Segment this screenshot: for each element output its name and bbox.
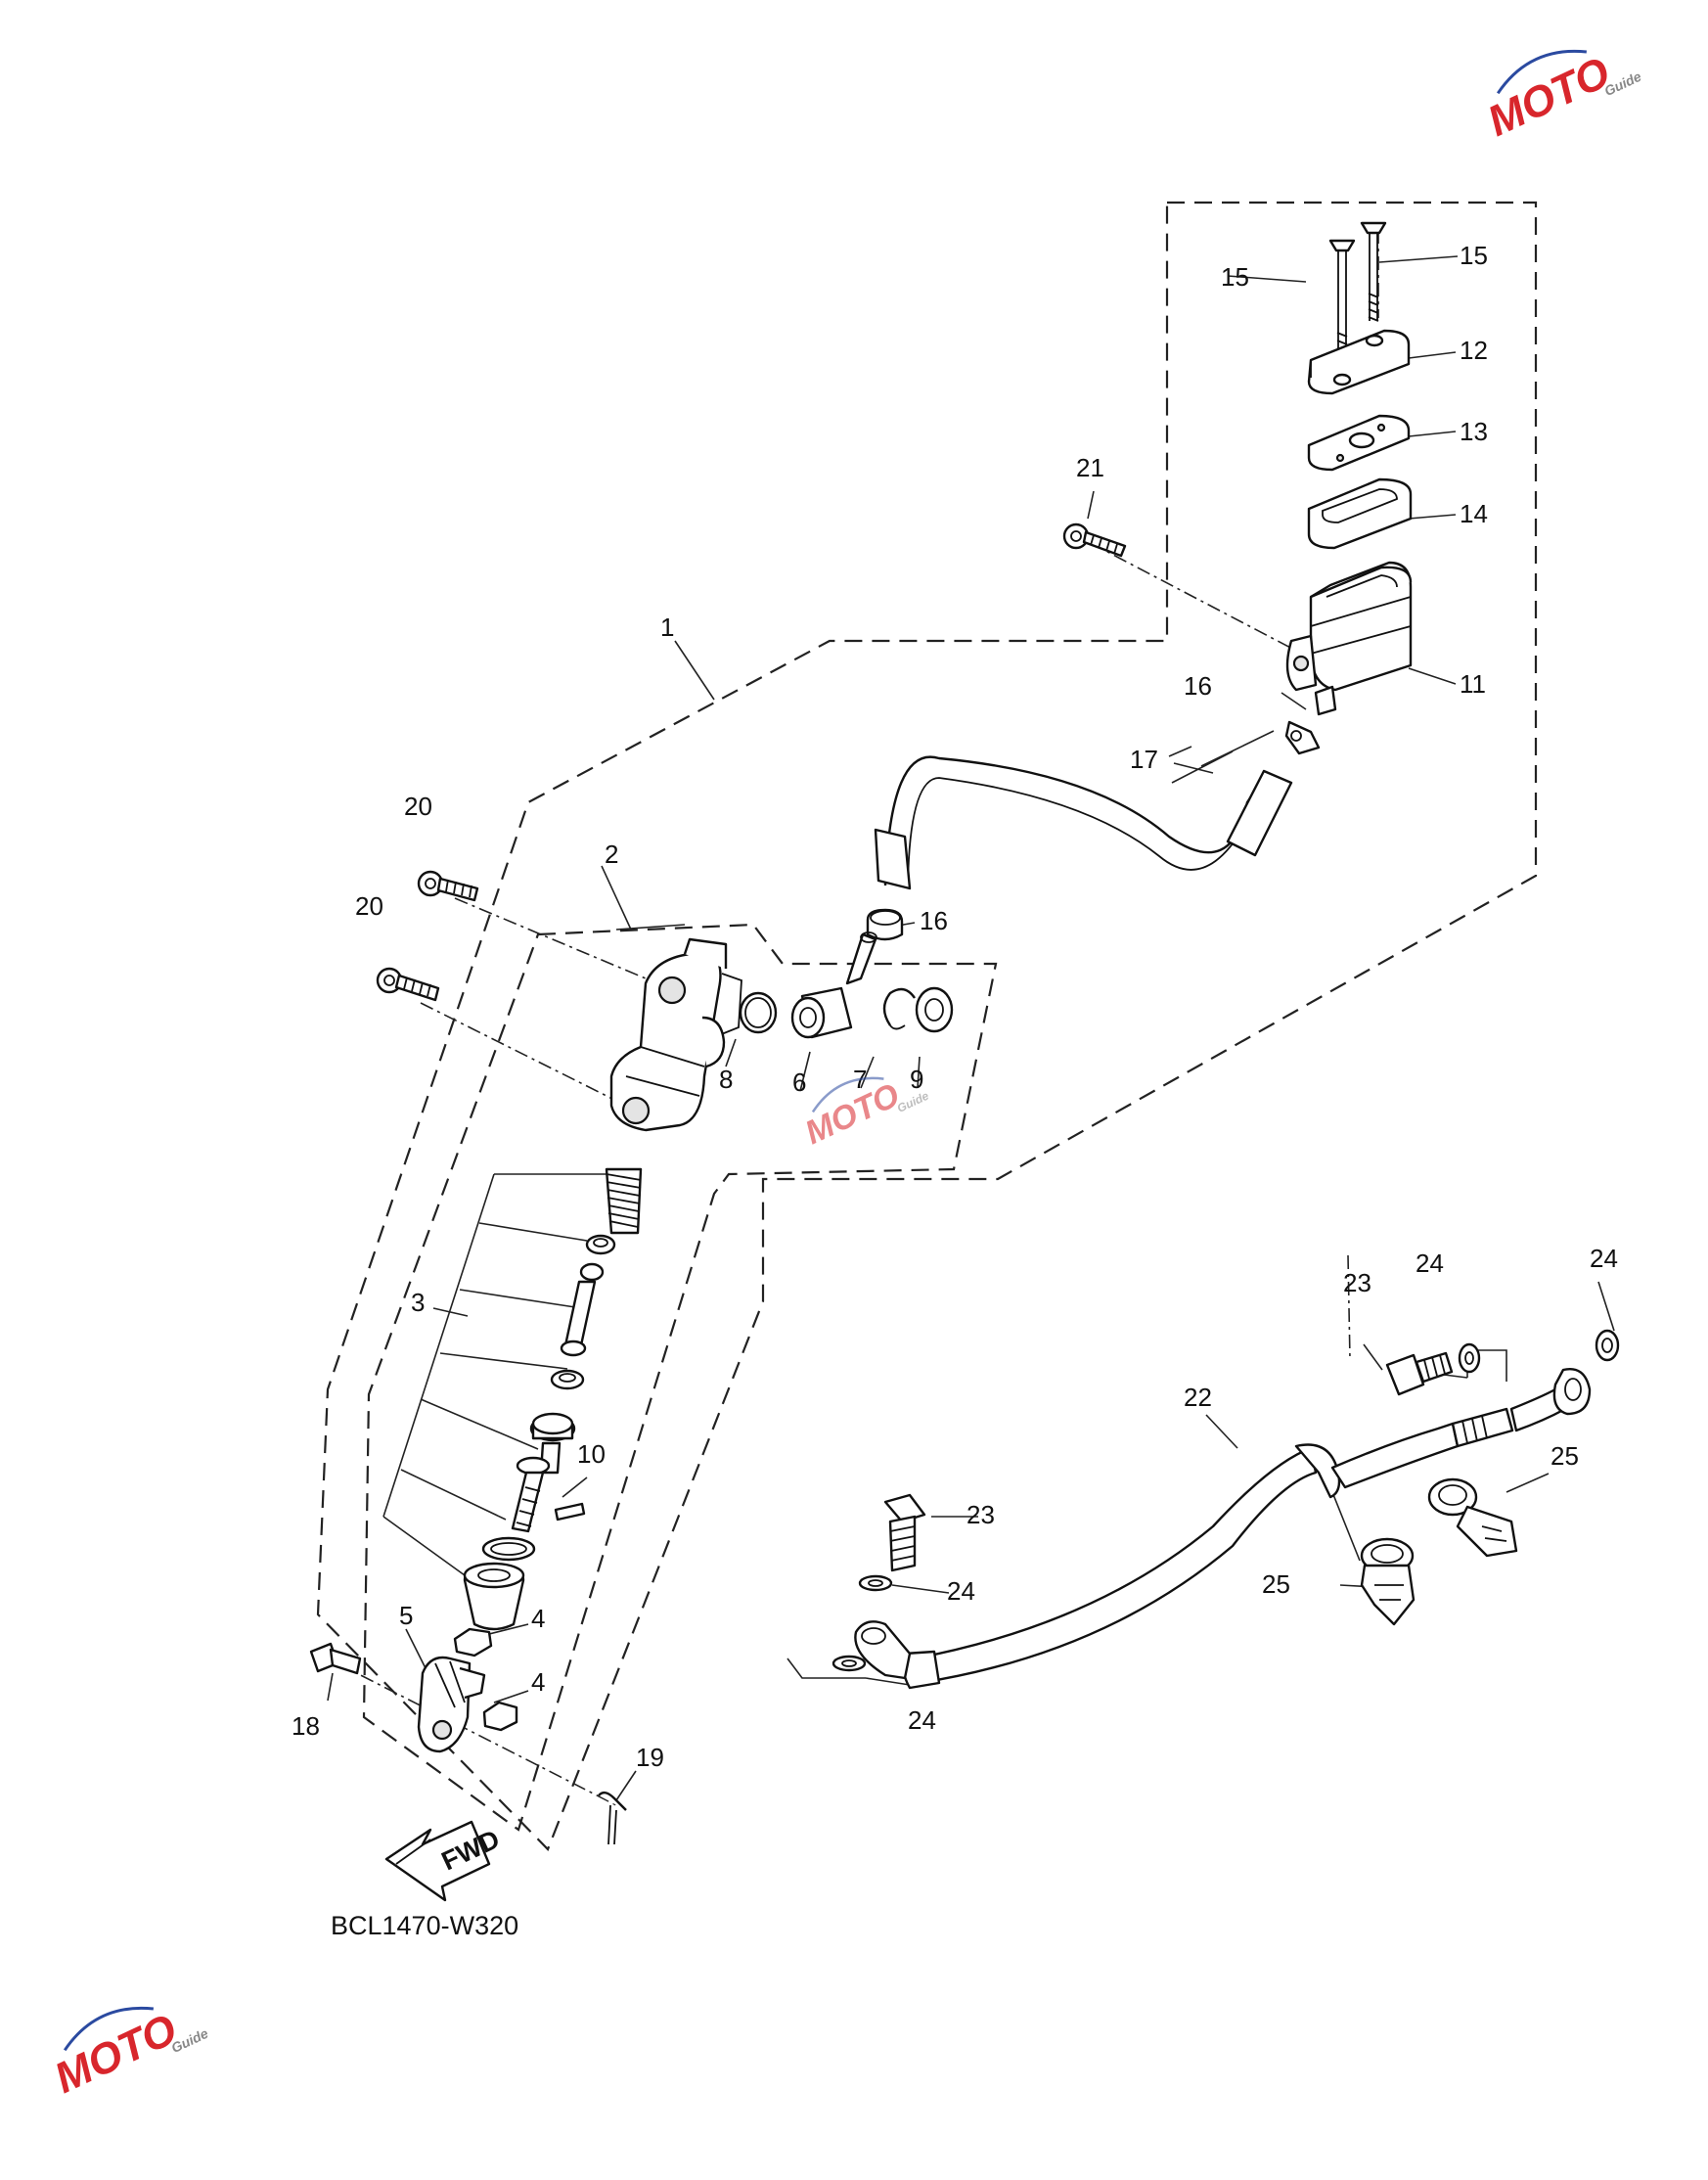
callout-24-c: 24	[947, 1576, 975, 1606]
callout-24-a: 24	[1416, 1249, 1444, 1278]
callout-21: 21	[1076, 453, 1104, 482]
seal-cup-3	[585, 1234, 616, 1255]
assembly-2-boundary	[362, 923, 998, 1832]
push-rod-3	[511, 1412, 576, 1533]
callout-23-upper: 23	[1343, 1268, 1371, 1297]
svg-text:MOTO: MOTO	[1481, 48, 1618, 146]
bolt-21	[1062, 522, 1127, 558]
diaphragm-plate-13	[1307, 414, 1411, 472]
callout-20-lower: 20	[355, 891, 383, 921]
callout-24-b: 24	[1590, 1244, 1618, 1273]
callout-12: 12	[1460, 336, 1488, 365]
callout-4-upper: 4	[531, 1604, 545, 1633]
washer-24-b	[1595, 1329, 1620, 1362]
washer-24-a	[1458, 1342, 1481, 1374]
callout-19: 19	[636, 1743, 664, 1772]
circlip-7	[882, 987, 916, 1030]
diagram-code: BCL1470-W320	[331, 1911, 518, 1940]
clevis-5	[417, 1656, 486, 1753]
callout-11: 11	[1460, 669, 1486, 699]
callout-22: 22	[1184, 1383, 1212, 1412]
bolt-15-left	[1328, 239, 1356, 362]
bolt-15-right	[1360, 221, 1387, 322]
spring-3	[605, 1167, 643, 1235]
banjo-bolt-23-lower	[883, 1493, 926, 1572]
callout-16-lower: 16	[920, 906, 948, 935]
washer-24-d	[832, 1655, 867, 1672]
watermark-logo-top-right: MOTO Guide	[1481, 48, 1644, 146]
circlip-3	[481, 1536, 536, 1562]
callout-5: 5	[399, 1601, 413, 1630]
hose-17	[874, 755, 1293, 890]
bolt-20-upper	[417, 870, 479, 902]
washer-9	[915, 986, 954, 1033]
callout-25-left: 25	[1262, 1569, 1290, 1599]
reservoir-cap-12	[1307, 329, 1411, 395]
leader-lines	[327, 255, 1615, 1801]
callout-17: 17	[1130, 745, 1158, 774]
callout-16-upper: 16	[1184, 671, 1212, 701]
callout-18: 18	[292, 1711, 320, 1741]
washer-24-c	[858, 1574, 893, 1592]
bolt-20-lower	[376, 967, 440, 1002]
diaphragm-14	[1307, 477, 1413, 550]
callout-25-right: 25	[1551, 1441, 1579, 1471]
callout-13: 13	[1460, 417, 1488, 446]
hose-clamp-16-lower	[866, 908, 904, 941]
brake-hose-22	[854, 1387, 1567, 1690]
banjo-bolt-23-upper	[1385, 1351, 1454, 1396]
bolt-18	[309, 1642, 362, 1675]
assembly-1-boundary	[316, 201, 1538, 1851]
pin-10	[554, 1502, 586, 1521]
watermark-logo-bottom-left: MOTO Guide	[48, 2005, 211, 2103]
callout-2: 2	[605, 840, 618, 869]
callout-14: 14	[1460, 499, 1488, 528]
callout-10: 10	[577, 1439, 606, 1469]
callout-24-d: 24	[908, 1705, 936, 1735]
callout-4-lower: 4	[531, 1667, 545, 1697]
banjo-fitting-upper	[1552, 1368, 1592, 1416]
callout-6: 6	[792, 1067, 806, 1097]
hose-clip-25-right	[1427, 1477, 1518, 1558]
svg-text:MOTO: MOTO	[48, 2005, 185, 2103]
callout-15-right: 15	[1460, 241, 1488, 270]
callout-9: 9	[910, 1065, 923, 1094]
callout-8: 8	[719, 1065, 733, 1094]
callout-3: 3	[411, 1288, 425, 1317]
callout-15-left: 15	[1221, 262, 1249, 292]
master-cylinder-body-2	[609, 937, 742, 1132]
fwd-arrow	[384, 1820, 491, 1902]
nut-4-upper	[453, 1627, 493, 1658]
hose-joint-6	[790, 931, 877, 1039]
callout-1: 1	[660, 613, 674, 642]
piston-3	[560, 1262, 605, 1357]
o-ring-8	[739, 991, 778, 1034]
reservoir-body-11	[1285, 561, 1413, 716]
boot-3	[463, 1562, 525, 1631]
nut-4-lower	[482, 1701, 518, 1732]
hose-clip-25-left	[1360, 1537, 1416, 1626]
callout-23-lower: 23	[966, 1500, 995, 1529]
hose-clamp-16-upper	[1284, 720, 1321, 755]
cotter-pin-19	[598, 1791, 627, 1845]
alignment-lines	[337, 230, 1379, 1806]
callout-20-upper: 20	[404, 792, 432, 821]
seal-ring-3	[550, 1369, 585, 1390]
callout-labels: 1 2 3 4 4 5 6 7 8 9 10 11 12 13 14 15 15…	[292, 241, 1618, 1772]
